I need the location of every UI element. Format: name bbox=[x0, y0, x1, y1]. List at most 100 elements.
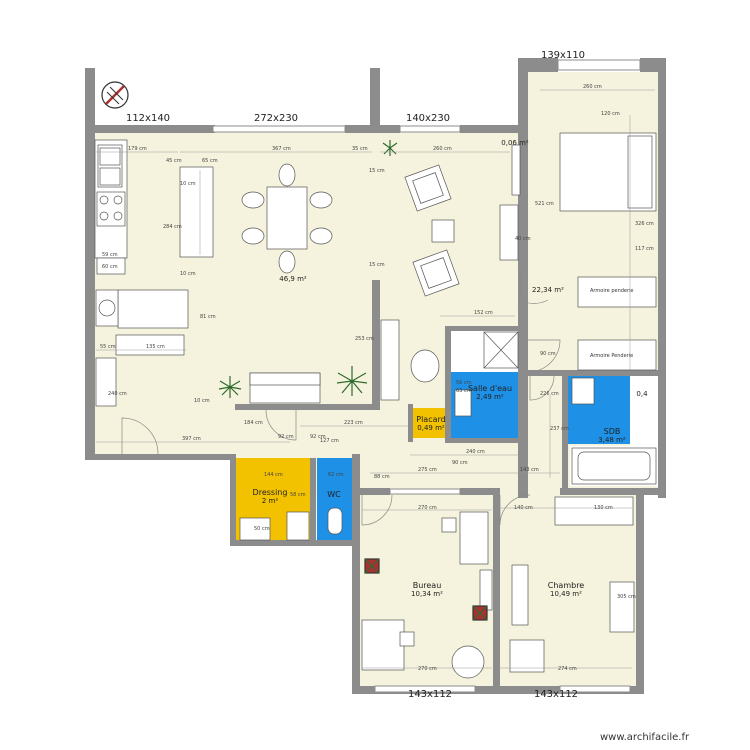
dim-81: 81 cm bbox=[200, 314, 216, 320]
dim-152: 152 cm bbox=[474, 310, 493, 316]
dim-284: 284 cm bbox=[163, 224, 182, 230]
dim-184: 184 cm bbox=[244, 420, 263, 426]
dim-60: 60 cm bbox=[102, 264, 118, 270]
window-label-chambre: 143x112 bbox=[534, 689, 578, 700]
dim-88: 88 cm bbox=[374, 474, 390, 480]
dim-226: 226 cm bbox=[540, 391, 559, 397]
dimension-lines bbox=[96, 89, 655, 669]
room-area-salle-deau: 2,49 m² bbox=[476, 393, 504, 401]
window-label-top-right: 139x110 bbox=[541, 50, 585, 61]
dim-260b: 260 cm bbox=[583, 84, 602, 90]
kitchen-island bbox=[179, 166, 214, 258]
wardrobe-2 bbox=[577, 339, 657, 371]
dim-56: 56 cm bbox=[456, 380, 472, 386]
plant-icon bbox=[218, 376, 242, 398]
plant-pot-icon bbox=[472, 605, 488, 621]
room-name-sdb: SDB bbox=[604, 427, 621, 436]
dim-135: 135 cm bbox=[146, 344, 165, 350]
dim-117: 117 cm bbox=[635, 246, 654, 252]
dim-15a: 15 cm bbox=[369, 168, 385, 174]
dim-45: 45 cm bbox=[166, 158, 182, 164]
dim-127: 127 cm bbox=[320, 438, 339, 444]
room-name-dressing: Dressing bbox=[253, 488, 288, 497]
window-label-living-right: 140x230 bbox=[406, 113, 450, 124]
dim-65: 65 cm bbox=[202, 158, 218, 164]
dim-367: 367 cm bbox=[272, 146, 291, 152]
toilet-icon bbox=[327, 507, 343, 535]
dim-240a: 240 cm bbox=[108, 391, 127, 397]
floor-main bbox=[525, 72, 658, 376]
window-label-living: 272x230 bbox=[254, 113, 298, 124]
dim-92a: 92 cm bbox=[278, 434, 294, 440]
dim-237: 237 cm bbox=[550, 426, 569, 432]
window-labels: 139x110 112x140 272x230 140x230 143x112 … bbox=[126, 50, 585, 700]
dim-253: 253 cm bbox=[355, 336, 374, 342]
window-label-bureau: 143x112 bbox=[408, 689, 452, 700]
table-icon bbox=[266, 186, 308, 250]
dim-10c: 10 cm bbox=[194, 398, 210, 404]
room-name-salle-deau: Salle d'eau bbox=[468, 384, 512, 393]
dim-140: 140 cm bbox=[514, 505, 533, 511]
floor-placard-yellow bbox=[413, 408, 449, 438]
dim-10a: 10 cm bbox=[180, 181, 196, 187]
room-name-placard: Placard bbox=[416, 415, 445, 424]
dim-120: 120 cm bbox=[601, 111, 620, 117]
dim-143: 143 cm bbox=[520, 467, 539, 473]
dim-179: 179 cm bbox=[128, 146, 147, 152]
dim-63: 63 cm bbox=[456, 388, 472, 394]
dim-55: 55 cm bbox=[100, 344, 116, 350]
dim-305: 305 cm bbox=[617, 594, 636, 600]
label-armoire-2: Armoire Penderie bbox=[590, 353, 633, 359]
doors bbox=[121, 270, 561, 526]
dim-62: 62 cm bbox=[328, 472, 344, 478]
dim-130: 130 cm bbox=[594, 505, 613, 511]
dimension-labels: 179 cm 367 cm 35 cm 260 cm 260 cm 120 cm… bbox=[100, 84, 654, 672]
dim-35: 35 cm bbox=[352, 146, 368, 152]
furniture bbox=[94, 132, 657, 679]
dim-90b: 90 cm bbox=[540, 351, 556, 357]
compass-icon bbox=[101, 81, 129, 109]
dim-144: 144 cm bbox=[264, 472, 283, 478]
room-area-closet-06: 0,06 m² bbox=[501, 139, 529, 147]
room-area-dressing: 2 m² bbox=[262, 497, 278, 505]
dim-50: 50 cm bbox=[254, 526, 270, 532]
dim-59: 59 cm bbox=[102, 252, 118, 258]
window-label-kitchen: 112x140 bbox=[126, 113, 170, 124]
plant-pot-icon bbox=[364, 558, 380, 574]
dim-260a: 260 cm bbox=[433, 146, 452, 152]
room-area-chambre: 10,49 m² bbox=[550, 590, 582, 598]
room-area-sdb: 3,48 m² bbox=[598, 436, 626, 444]
label-armoire-1: Armoire penderie bbox=[590, 288, 634, 294]
dim-90a: 90 cm bbox=[452, 460, 468, 466]
plants bbox=[218, 140, 488, 621]
desk-icon bbox=[459, 511, 489, 565]
room-labels: 46,9 m² 22,34 m² Salle d'eau 2,49 m² Pla… bbox=[253, 139, 649, 598]
dim-92b: 92 cm bbox=[310, 434, 326, 440]
room-area-main: 22,34 m² bbox=[532, 286, 564, 294]
dim-10b: 10 cm bbox=[180, 271, 196, 277]
room-area-placard: 0,49 m² bbox=[417, 424, 445, 432]
plant-icon bbox=[382, 140, 398, 156]
room-area-bureau: 10,34 m² bbox=[411, 590, 443, 598]
windows bbox=[212, 59, 641, 693]
dim-521: 521 cm bbox=[535, 201, 554, 207]
dim-270b: 270 cm bbox=[418, 666, 437, 672]
room-area-closet-sdb: 0,4 bbox=[636, 390, 648, 398]
room-name-wc: WC bbox=[327, 490, 341, 499]
furniture-labels: Armoire penderie Armoire Penderie bbox=[590, 288, 634, 359]
dim-15b: 15 cm bbox=[369, 262, 385, 268]
walls bbox=[85, 58, 666, 694]
dim-58: 58 cm bbox=[290, 492, 306, 498]
dim-397: 397 cm bbox=[182, 436, 201, 442]
dim-240b: 240 cm bbox=[466, 449, 485, 455]
dim-270a: 270 cm bbox=[418, 505, 437, 511]
room-name-chambre: Chambre bbox=[548, 581, 585, 590]
dim-274: 274 cm bbox=[558, 666, 577, 672]
floor-closet-right bbox=[630, 374, 658, 446]
watermark: www.archifacile.fr bbox=[600, 732, 690, 743]
room-area-living: 46,9 m² bbox=[279, 275, 307, 283]
wardrobe-1 bbox=[577, 276, 657, 308]
room-name-bureau: Bureau bbox=[413, 581, 442, 590]
dim-275: 275 cm bbox=[418, 467, 437, 473]
